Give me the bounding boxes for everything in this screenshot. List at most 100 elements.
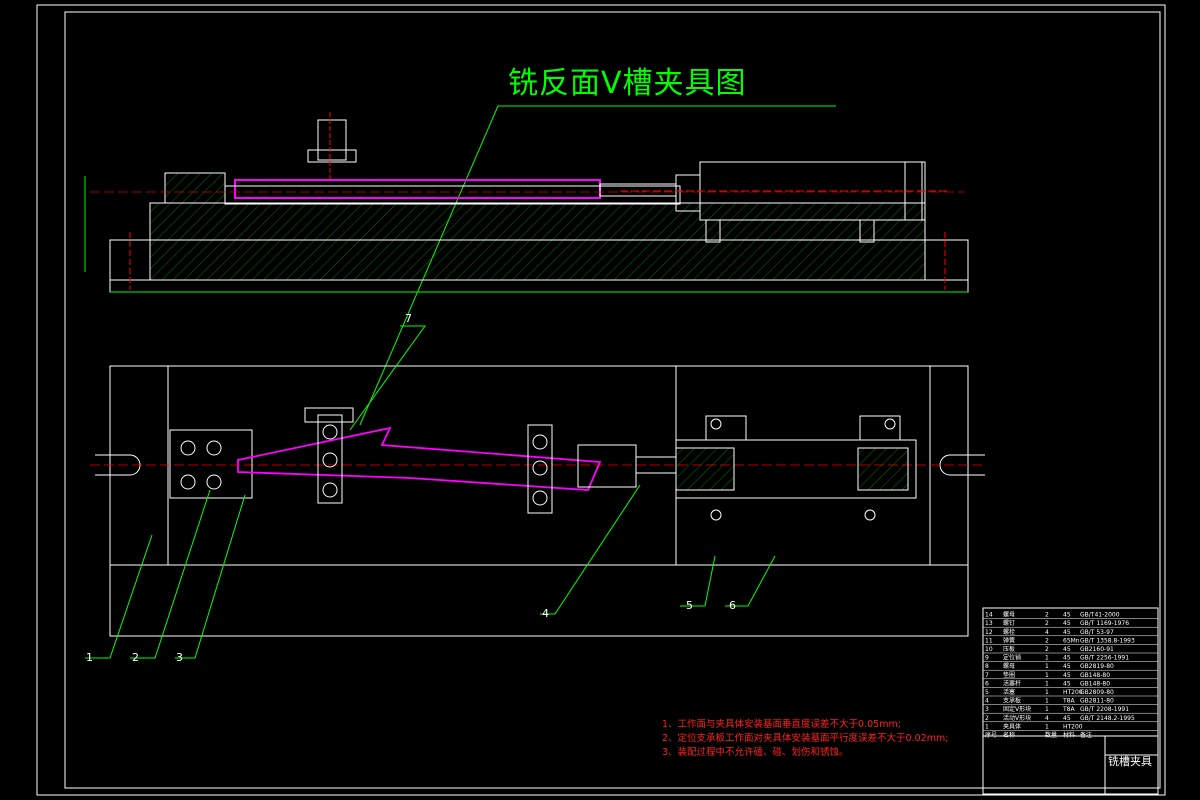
bom-cell-std: GB/T 1358.8-1993 [1080,637,1135,644]
clamp-frame [304,407,354,423]
bom-cell-name: 螺栓 [1003,628,1015,636]
bom-cell-name: 支承板 [1003,697,1021,705]
bom-cell-name: 垫圈 [1003,671,1015,679]
rod-rail [224,185,681,205]
bom-header: 材料 [1063,731,1075,739]
bolt-hole [710,418,722,430]
piston-rod-front [599,183,677,197]
cyl-foot-r [859,219,875,243]
bom-cell-no: 10 [985,646,993,653]
bolt-hole [884,418,896,430]
bom-cell-std: GB2160-91 [1080,646,1114,653]
bom-cell-name: 固定V形块 [1003,705,1031,713]
front-view [84,112,969,293]
bolt-hole [322,482,338,498]
bom-header: 序号 [985,731,997,739]
bom-cell-std: GB/T 2208-1991 [1080,706,1129,713]
clamp-block-1 [317,414,343,504]
left-support-block [164,172,226,204]
leaders [85,325,776,659]
bom-cell-no: 13 [985,620,993,627]
base-foot-right [924,239,969,281]
bom-cell-std: GB/T 53-97 [1080,629,1114,636]
workpiece-top [237,426,602,491]
bom-header: 名称 [1003,731,1015,739]
bom-cell-no: 8 [985,663,989,670]
bom-cell-mat: 45 [1063,663,1071,670]
clamp-column-cap [307,149,357,163]
bom-cell-qty: 1 [1045,698,1049,705]
bom-cell-qty: 2 [1045,646,1049,653]
bom-cell-no: 2 [985,715,989,722]
bom-cell-no: 9 [985,655,989,662]
bom-cell-name: 活塞 [1003,688,1015,696]
bom-cell-no: 11 [985,637,993,644]
bolt-hole [532,490,548,506]
inner-border [64,11,1161,789]
bom-cell-mat: 45 [1063,715,1071,722]
fixed-v-block [169,429,253,499]
bom-cell-name: 螺钉 [1003,619,1015,627]
bom-cell-name: 夹具体 [1003,722,1021,730]
bom-cell-no: 1 [985,723,989,730]
bom-cell-mat: 45 [1063,672,1071,679]
part-label: 3 [176,651,183,664]
bom-cell-qty: 2 [1045,620,1049,627]
bom-cell-qty: 1 [1045,723,1049,730]
bom-cell-no: 3 [985,706,989,713]
outer-border [36,4,1166,796]
requirement-1: 1、工作面与夹具体安装基面垂直度误差不大于0.05mm; [662,719,901,730]
bom-cell-no: 5 [985,689,989,696]
bom-cell-std: GB2811-80 [1080,698,1114,705]
part-label: 6 [729,599,736,612]
bom-cell-qty: 2 [1045,612,1049,619]
bom-cell-name: 压板 [1003,645,1015,653]
bom-cell-qty: 1 [1045,655,1049,662]
part-label: 7 [405,312,412,325]
title-block-frame [982,735,1159,795]
cyl-lug-top-l [705,415,747,441]
part-label: 2 [132,651,139,664]
bolt-hole [322,424,338,440]
bom-cell-std: GB2819-80 [1080,663,1114,670]
top-view [90,365,985,637]
bom-cell-no: 7 [985,672,989,679]
bolt-hole [206,440,222,456]
bolt-hole [180,474,196,490]
bom-cell-mat: 45 [1063,629,1071,636]
bom-cell-mat: HT200 [1063,689,1083,696]
bolt-hole [180,440,196,456]
bolt-hole [206,474,222,490]
bom-cell-qty: 2 [1045,637,1049,644]
support-plate [527,424,553,514]
bom-cell-qty: 4 [1045,715,1049,722]
bolt-hole [710,509,722,521]
cyl-lug-top-r [859,415,901,441]
bom-cell-no: 14 [985,612,993,619]
drawing-title: 铣反面V槽夹具图 [508,66,747,101]
bom-cell-std: GB148-80 [1080,672,1110,679]
bom-header: 备注 [1080,731,1092,739]
cyl-foot-l [705,219,721,243]
bom-cell-std: GB2809-80 [1080,689,1114,696]
bom-cell-qty: 1 [1045,706,1049,713]
bom-cell-no: 4 [985,698,989,705]
fixture-plate-top [109,365,969,637]
bom-cell-mat: HT200 [1063,723,1083,730]
bom-cell-qty: 1 [1045,689,1049,696]
bom-cell-name: 螺母 [1003,662,1015,670]
bom-cell-qty: 1 [1045,672,1049,679]
bom-cell-qty: 4 [1045,629,1049,636]
bom-header: 数量 [1045,731,1057,739]
bom-cell-mat: 45 [1063,646,1071,653]
clamp-column [317,119,347,161]
bom-cell-mat: T8A [1062,698,1075,705]
part-label: 1 [86,651,93,664]
bom-cell-mat: 65Mn [1063,637,1080,644]
bom-cell-mat: 45 [1063,612,1071,619]
bolt-hole [322,452,338,468]
bom-cell-qty: 1 [1045,663,1049,670]
workpiece-front [234,179,601,199]
